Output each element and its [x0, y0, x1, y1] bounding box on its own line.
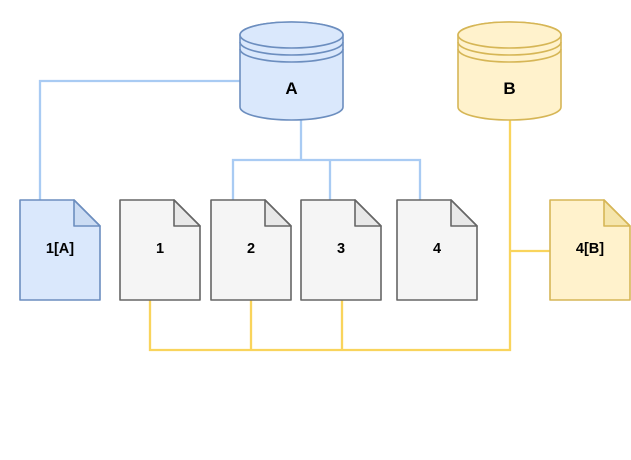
document-3-label: 3 — [337, 241, 345, 257]
database-a-ring2 — [239, 48, 344, 63]
document-3-fold — [354, 199, 382, 227]
database-b-ring2 — [457, 48, 562, 63]
database-b-ring1 — [457, 41, 562, 56]
document-4-label: 4 — [433, 241, 441, 257]
database-b: B — [457, 21, 562, 121]
document-4b: 4[B] — [549, 199, 631, 301]
document-1-label: 1 — [156, 241, 164, 257]
database-a-lid — [239, 21, 344, 49]
database-a-ring1 — [239, 41, 344, 56]
document-1-fold — [173, 199, 201, 227]
document-4b-label: 4[B] — [576, 241, 604, 257]
document-2-fold — [264, 199, 292, 227]
connectors-database-b — [148, 120, 550, 352]
document-1a: 1[A] — [19, 199, 101, 301]
document-4: 4 — [396, 199, 478, 301]
document-2-label: 2 — [247, 241, 255, 257]
database-b-lid — [457, 21, 562, 49]
document-1a-label: 1[A] — [46, 241, 74, 257]
document-4-fold — [450, 199, 478, 227]
document-1a-fold — [73, 199, 101, 227]
document-1: 1 — [119, 199, 201, 301]
document-2: 2 — [210, 199, 292, 301]
document-4b-fold — [603, 199, 631, 227]
database-a-label: A — [285, 79, 297, 98]
connector-a-to-doc1a — [38, 79, 240, 200]
document-3: 3 — [300, 199, 382, 301]
connector-a-branch-to-doc2-doc4 — [231, 158, 422, 200]
database-b-label: B — [503, 79, 515, 98]
connector-b-bus — [148, 120, 512, 352]
connectors-database-a — [38, 79, 422, 200]
database-a: A — [239, 21, 344, 121]
